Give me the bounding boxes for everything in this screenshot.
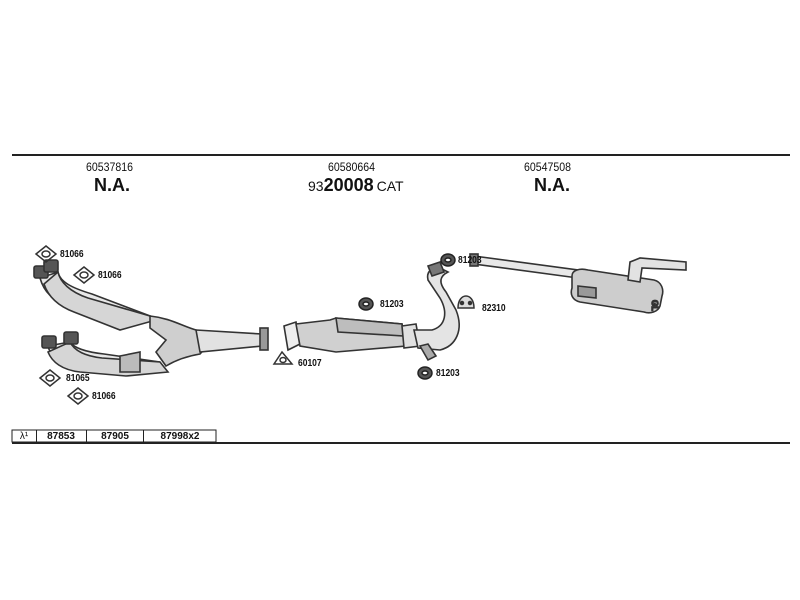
section-3-part-number: 60547508 [524, 160, 571, 174]
gasket-icon-5 [272, 350, 294, 365]
section-2-label-main: 20008 [323, 175, 374, 195]
gasket-3-ref: 81065 [66, 373, 90, 384]
gasket-4-ref: 81066 [92, 391, 116, 402]
gasket-icon-2 [72, 266, 96, 284]
section-1-part-number: 60537816 [86, 160, 133, 174]
gasket-1-ref: 81066 [60, 249, 84, 260]
clamp-icon-2 [358, 297, 374, 311]
gasket-icon-3 [38, 369, 62, 387]
lambda-cell-2: 87905 [87, 430, 144, 442]
rubber-mount-icon [457, 295, 475, 309]
lambda-symbol: λ¹ [12, 430, 37, 442]
section-3-label: N.A. [534, 175, 570, 195]
clamp-3-ref: 81203 [436, 368, 460, 379]
gasket-5-ref: 60107 [298, 358, 322, 369]
clamp-icon-3 [417, 366, 433, 380]
gasket-icon-4 [66, 387, 90, 405]
rubber-mount-ref: 82310 [482, 303, 506, 314]
section-2-label-suffix: CAT [376, 178, 404, 194]
catalytic-converter [283, 317, 421, 353]
section-2-label-prefix: 93 [308, 178, 324, 194]
lambda-table-border [11, 429, 217, 443]
section-2-part-number: 60580664 [328, 160, 375, 174]
gasket-2-ref: 81066 [98, 270, 122, 281]
section-1-label: N.A. [94, 175, 130, 195]
lambda-cell-1: 87853 [36, 430, 87, 442]
svg-text:GL: GL [650, 300, 659, 311]
lambda-cell-3: 87998x2 [160, 430, 200, 442]
gasket-icon-1 [34, 245, 58, 263]
rear-muffler: GL [469, 253, 687, 314]
clamp-icon-1 [440, 253, 456, 267]
clamp-1-ref: 81203 [458, 255, 482, 266]
front-pipe-manifold [33, 259, 269, 377]
intermediate-pipe [413, 261, 460, 362]
clamp-2-ref: 81203 [380, 299, 404, 310]
